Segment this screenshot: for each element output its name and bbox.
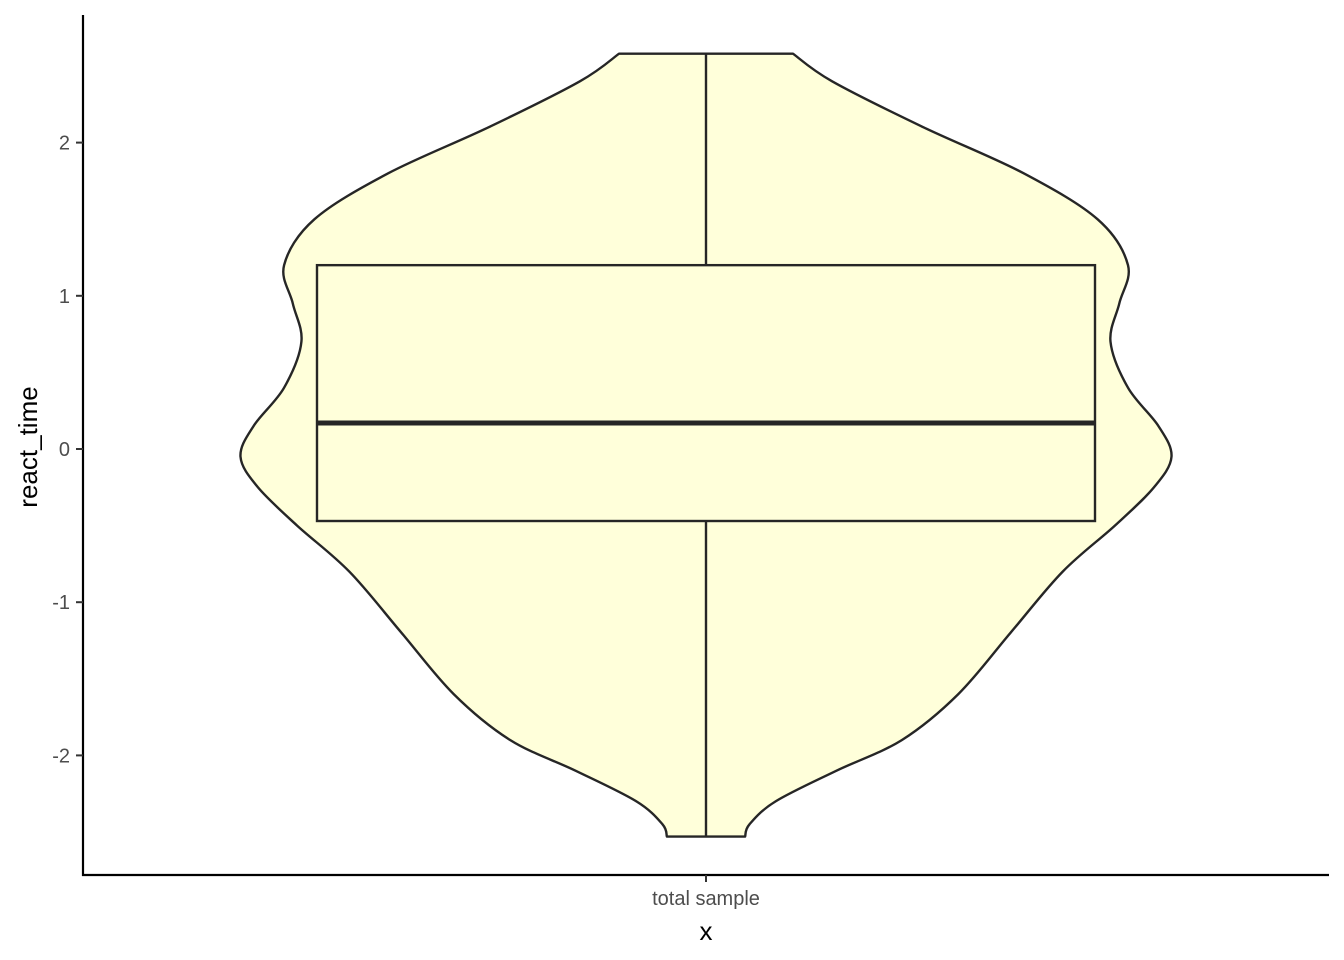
y-tick-label: -2 (52, 745, 70, 767)
y-ticks: -2 -1 0 1 2 (52, 133, 83, 767)
x-ticks: total sample (652, 875, 760, 910)
plot-area (239, 52, 1173, 838)
x-axis-title: x (700, 916, 713, 946)
x-tick-label: total sample (652, 888, 760, 910)
y-tick-label: 0 (59, 439, 70, 461)
y-tick-label: 1 (59, 286, 70, 308)
y-axis-title: react_time (13, 386, 43, 507)
box-iqr (315, 263, 1097, 523)
y-tick-label: -1 (52, 592, 70, 614)
axes: -2 -1 0 1 2 total sample x react_time (13, 15, 1329, 946)
y-tick-label: 2 (59, 133, 70, 155)
